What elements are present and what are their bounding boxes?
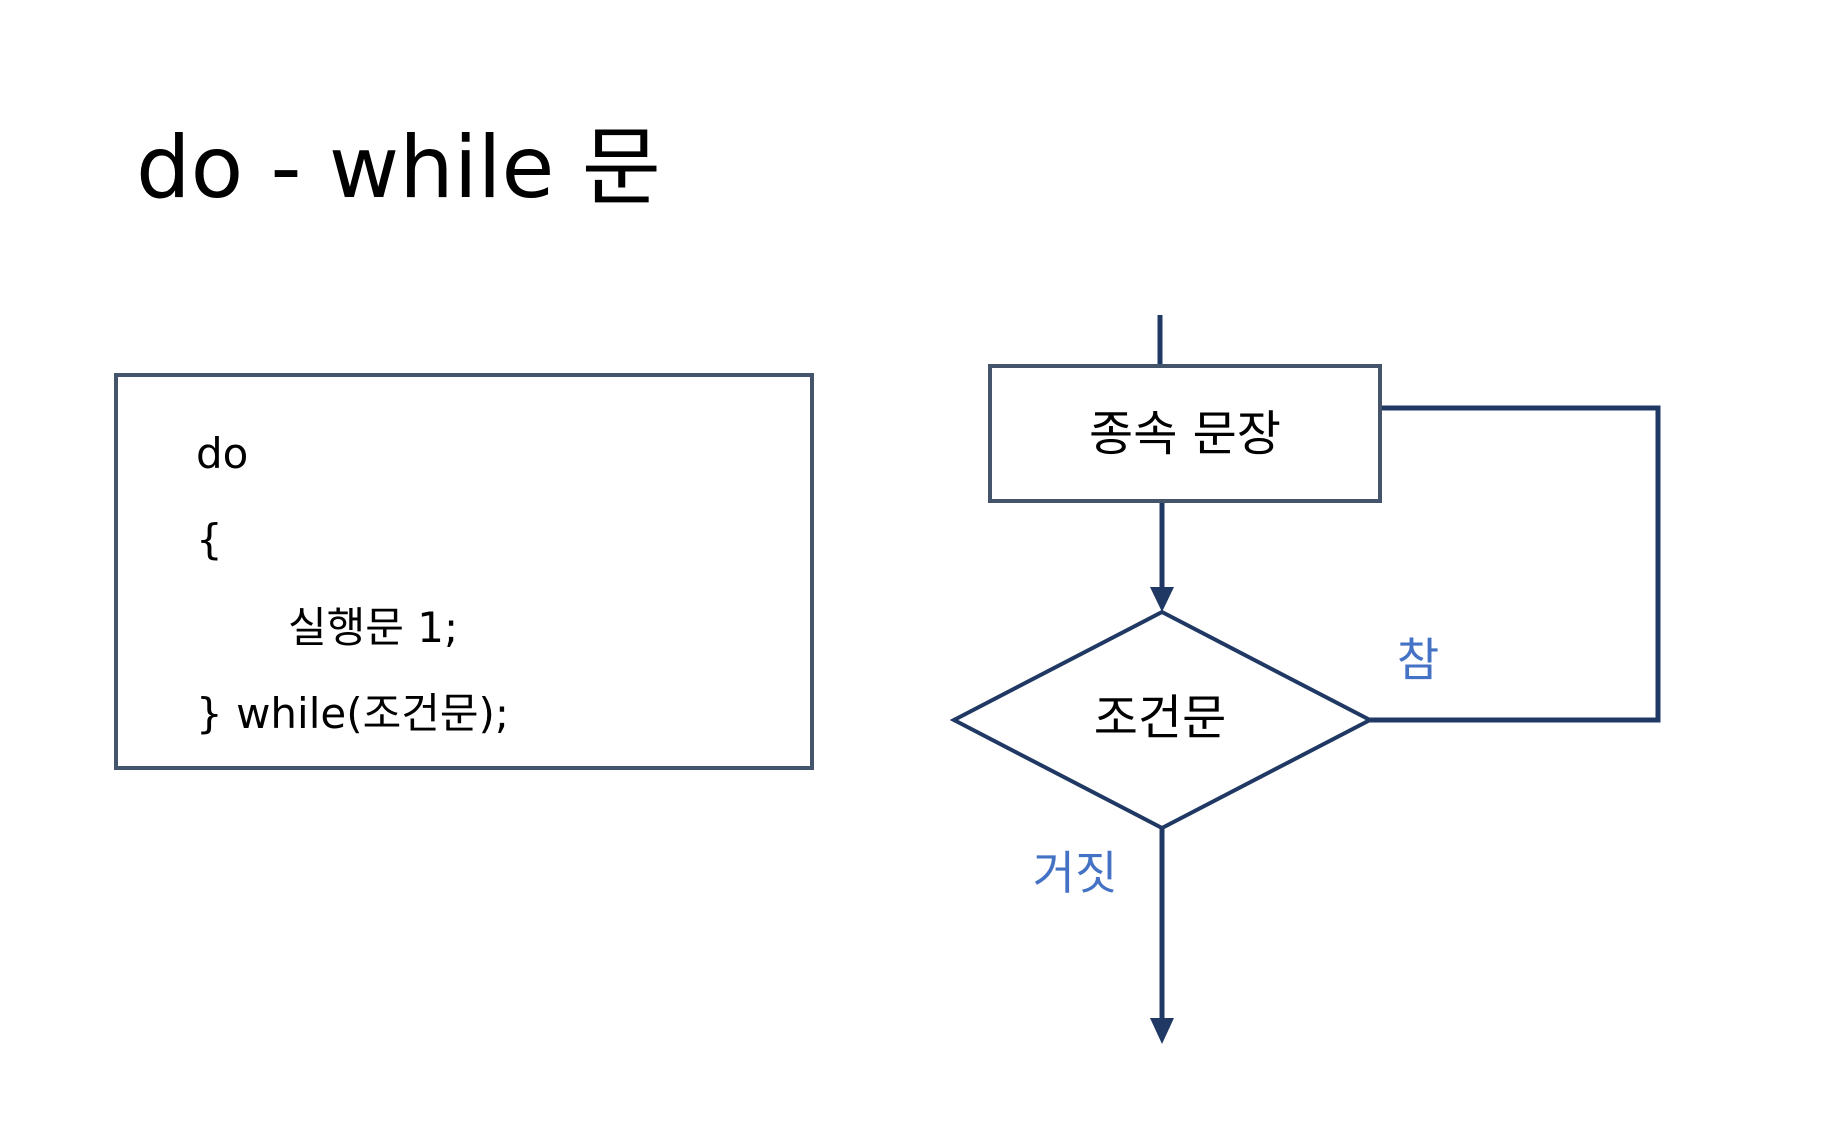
slide-title: do - while 문 [136, 118, 661, 218]
false-label: 거짓 [1032, 846, 1118, 900]
exit-arrowhead [1150, 1018, 1174, 1044]
process-label: 종속 문장 [1089, 406, 1281, 462]
code-line-statement: 실행문 1; [288, 603, 459, 652]
down-arrowhead [1150, 587, 1174, 612]
process-box [988, 364, 1382, 503]
code-line-open-brace: { [196, 515, 223, 564]
code-line-while: } while(조건문); [196, 689, 510, 738]
loop-back-line [1370, 405, 1661, 723]
code-box: do { 실행문 1; } while(조건문); [114, 373, 814, 770]
decision-label: 조건문 [1093, 690, 1227, 746]
true-label: 참 [1396, 633, 1440, 687]
code-line-do: do [196, 429, 249, 478]
